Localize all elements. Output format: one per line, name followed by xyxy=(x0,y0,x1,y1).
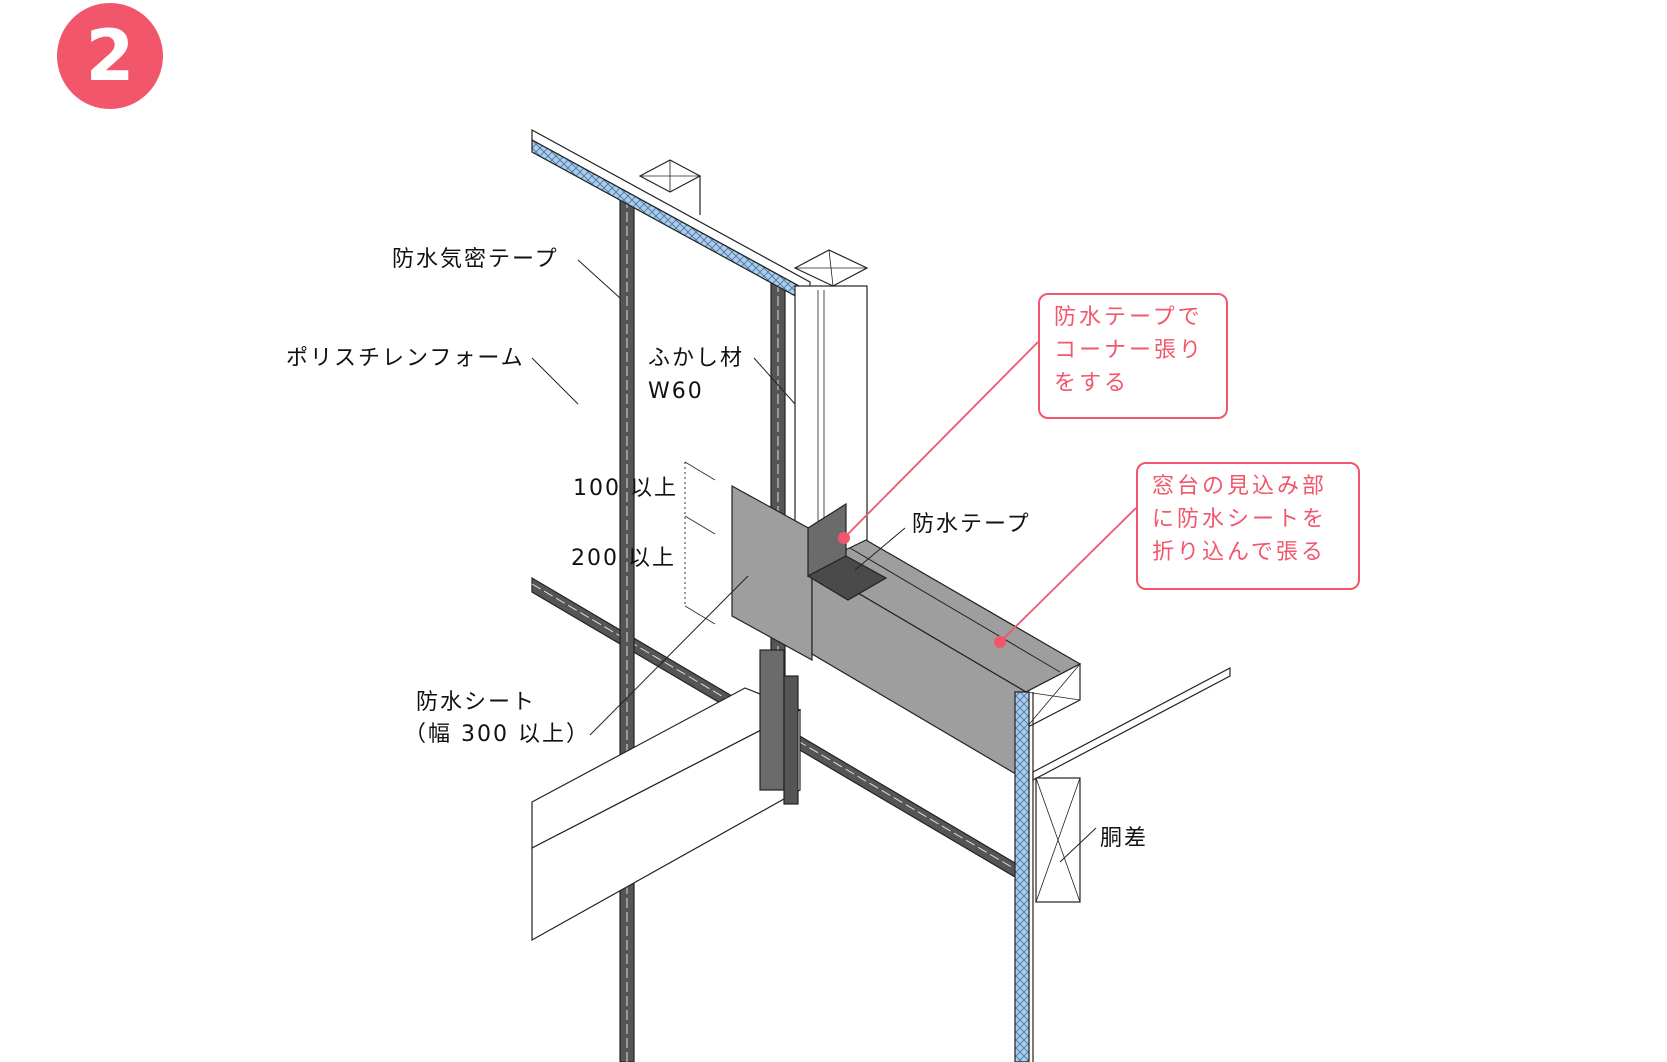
note-sill-sheet: 窓台の見込み部 に防水シートを 折り込んで張る xyxy=(1136,462,1360,590)
label-dim-100: 100 以上 xyxy=(573,476,678,501)
note-corner-line2: コーナー張り xyxy=(1054,338,1205,363)
note-corner-line3: をする xyxy=(1054,371,1130,396)
label-dim-200: 200 以上 xyxy=(571,546,676,571)
step-number-badge: 2 xyxy=(57,3,163,109)
note-sill-line2: に防水シートを xyxy=(1152,507,1328,532)
upper-post xyxy=(638,159,702,215)
top-insulation-strip xyxy=(531,128,811,306)
leader-lines xyxy=(531,259,1097,863)
label-dousa: 胴差 xyxy=(1100,826,1149,851)
note-corner-tape: 防水テープで コーナー張り をする xyxy=(1038,293,1228,419)
waterproof-sheet xyxy=(731,484,813,662)
note-corner-line1: 防水テープで xyxy=(1054,305,1203,330)
dimension-markers xyxy=(684,461,716,625)
note-sill-line1: 窓台の見込み部 xyxy=(1152,474,1328,499)
label-waterproof-tape: 防水テープ xyxy=(912,512,1031,537)
label-sheet-line2: （幅 300 以上） xyxy=(404,722,590,747)
note-sill-line3: 折り込んで張る xyxy=(1152,540,1326,565)
label-sheet-line1: 防水シート xyxy=(416,690,537,715)
label-furring-line1: ふかし材 xyxy=(648,346,745,371)
label-furring-line2: W60 xyxy=(648,379,704,404)
corner-tape xyxy=(806,502,888,601)
label-polystyrene-foam: ポリスチレンフォーム xyxy=(286,346,525,371)
dousa-beam xyxy=(531,649,802,942)
right-insulation-strip xyxy=(1014,667,1231,1062)
left-stud xyxy=(619,197,635,1062)
label-air-tape: 防水気密テープ xyxy=(392,247,559,272)
note-pointers xyxy=(838,341,1137,648)
